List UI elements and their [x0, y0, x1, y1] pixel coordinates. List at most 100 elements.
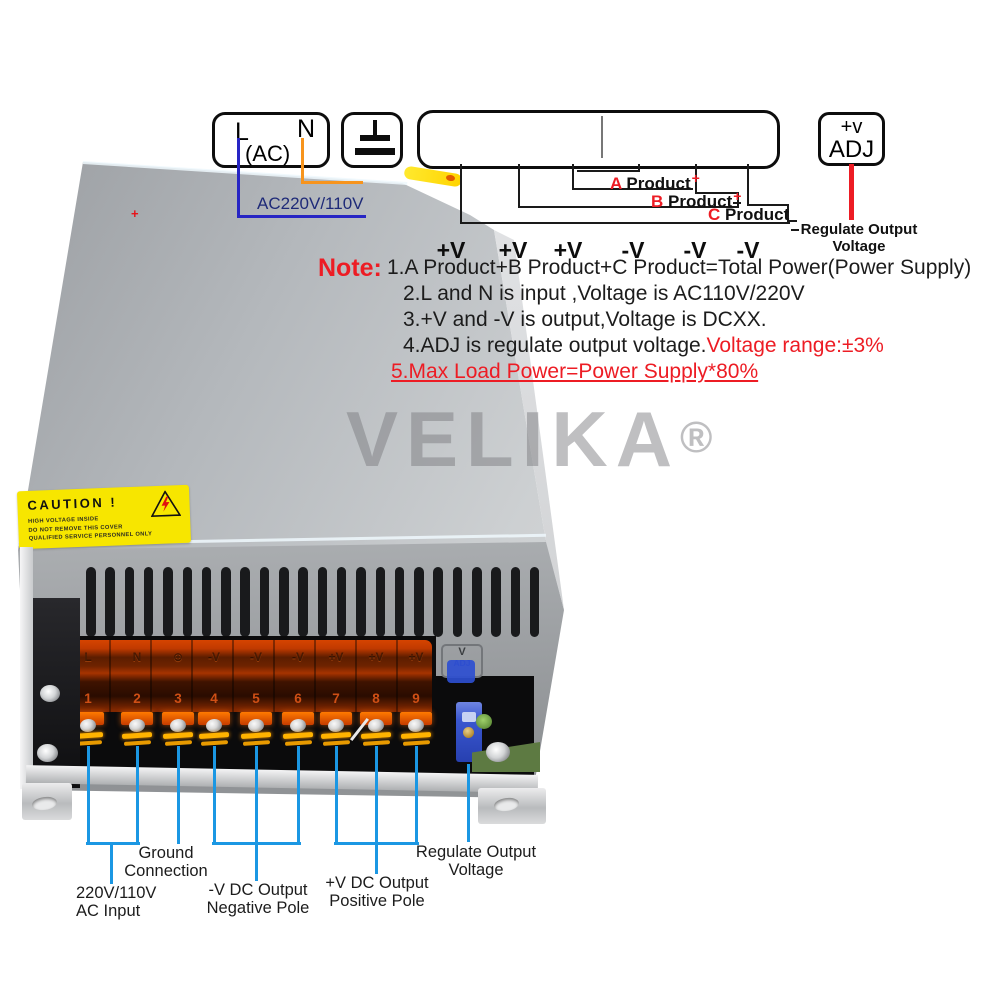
vent-slot — [221, 567, 231, 637]
regulate-output-label-top: Regulate Output Voltage — [800, 221, 918, 255]
vent-slot — [336, 567, 347, 637]
terminal-embossed-label: +V — [328, 650, 344, 664]
dc-terminal-label: -V — [621, 237, 645, 263]
product-b-label: B Product+ — [651, 188, 742, 211]
terminal-embossed-label: +V — [408, 650, 424, 664]
terminal-embossed-label: -V — [292, 650, 304, 664]
ac-terminal-box: L (AC) N — [212, 112, 330, 168]
wire-black — [460, 164, 462, 224]
terminal-embossed-label: +V — [368, 650, 384, 664]
caution-label: CAUTION ! HIGH VOLTAGE INSIDE DO NOT REM… — [16, 484, 192, 550]
leader-line — [87, 746, 90, 844]
vent-slot — [433, 567, 443, 637]
vent-slot — [143, 567, 154, 637]
vent-slot — [510, 567, 521, 637]
terminal-number: 4 — [210, 691, 218, 706]
panel-screw-bottom — [37, 744, 58, 762]
potentiometer-screw[interactable] — [463, 727, 474, 738]
terminal-number: 3 — [174, 691, 182, 706]
ac-label: (AC) — [245, 141, 291, 166]
dc-terminal-label: +V — [436, 237, 466, 263]
leader-line — [335, 746, 338, 844]
terminal-number: 8 — [372, 691, 380, 706]
terminal-number: 1 — [84, 691, 92, 706]
leader-bracket — [334, 842, 419, 845]
adj-terminal-box: +v ADJ — [818, 112, 885, 166]
vent-slot — [472, 567, 482, 637]
product-a-label: A Product+ — [610, 170, 700, 193]
neutral-terminal-label: N — [297, 115, 316, 143]
vent-slot — [317, 567, 328, 637]
vent-slot — [414, 567, 424, 637]
vent-slot — [201, 567, 212, 637]
vadj-blue-mark — [447, 660, 475, 683]
dc-terminal-label: +V — [498, 237, 528, 263]
note-line-2: 2.L and N is input ,Voltage is AC110V/22… — [403, 282, 805, 305]
wire-black — [695, 164, 697, 194]
leader-stem — [375, 844, 378, 874]
dc-terminal-label: +V — [553, 237, 583, 263]
wire-black — [572, 188, 693, 190]
terminal-number: 5 — [252, 691, 260, 706]
pcb-component — [476, 714, 492, 729]
wire-adjust — [849, 164, 854, 220]
leader-line — [255, 746, 258, 844]
vent-slot — [375, 567, 385, 637]
wire-black — [638, 164, 640, 172]
vent-slot — [452, 567, 463, 637]
leader-line — [213, 746, 216, 844]
earth-ground-icon — [373, 120, 377, 137]
panel-screw-top — [40, 685, 60, 702]
vent-slot — [86, 567, 96, 637]
wire-black — [695, 192, 739, 194]
potentiometer-label — [462, 712, 476, 722]
wire-black — [518, 206, 738, 208]
wire-black — [572, 164, 574, 190]
vent-slot — [529, 567, 540, 637]
vent-slot — [491, 567, 501, 637]
wire-live — [237, 138, 240, 218]
vadj-v-label: V — [458, 646, 466, 658]
note-line-5: 5.Max Load Power=Power Supply*80% — [391, 360, 759, 383]
vent-slot — [163, 567, 173, 637]
terminal-embossed-label: -V — [250, 650, 262, 664]
leader-stem — [255, 844, 258, 881]
high-voltage-warning-icon — [150, 490, 182, 518]
vent-slot — [394, 567, 405, 637]
terminal-number: 7 — [332, 691, 340, 706]
note-title: Note: — [318, 254, 382, 282]
terminal-number: 6 — [294, 691, 302, 706]
wire-black — [787, 204, 789, 224]
vent-slot — [259, 567, 270, 637]
wire-black — [733, 202, 741, 204]
registered-mark: ® — [680, 413, 713, 462]
leader-line — [177, 746, 180, 844]
vent-slot — [105, 567, 115, 637]
wire-black — [747, 204, 789, 206]
leader-line — [136, 746, 139, 844]
note-line-4: 4.ADJ is regulate output voltage.Voltage… — [403, 334, 884, 357]
wire-black — [737, 192, 739, 208]
ground-terminal-box — [341, 112, 403, 168]
ac-voltage-label: AC220V/110V — [257, 194, 364, 213]
wire-black — [789, 220, 797, 222]
leader-stem — [110, 844, 113, 884]
terminal-number: 9 — [412, 691, 420, 706]
terminal-embossed-label: N — [132, 650, 142, 664]
dc-terminal-box: +V +V +V -V -V -V — [417, 110, 780, 263]
wire-black — [518, 164, 520, 208]
left-edge-strip — [20, 547, 33, 789]
adj-label: ADJ — [828, 136, 875, 163]
dc-terminal-label: -V — [736, 237, 760, 263]
vent-slot — [182, 567, 192, 637]
leader-line — [467, 764, 470, 842]
note-line-1: 1.A Product+B Product+C Product=Total Po… — [387, 256, 972, 279]
dc-terminal-label: -V — [683, 237, 707, 263]
vent-slot — [298, 567, 308, 637]
adj-plus-v-label: +v — [840, 116, 863, 138]
product-c-label: C Product — [708, 205, 790, 224]
wire-black — [747, 164, 749, 206]
wire-black — [460, 222, 790, 224]
